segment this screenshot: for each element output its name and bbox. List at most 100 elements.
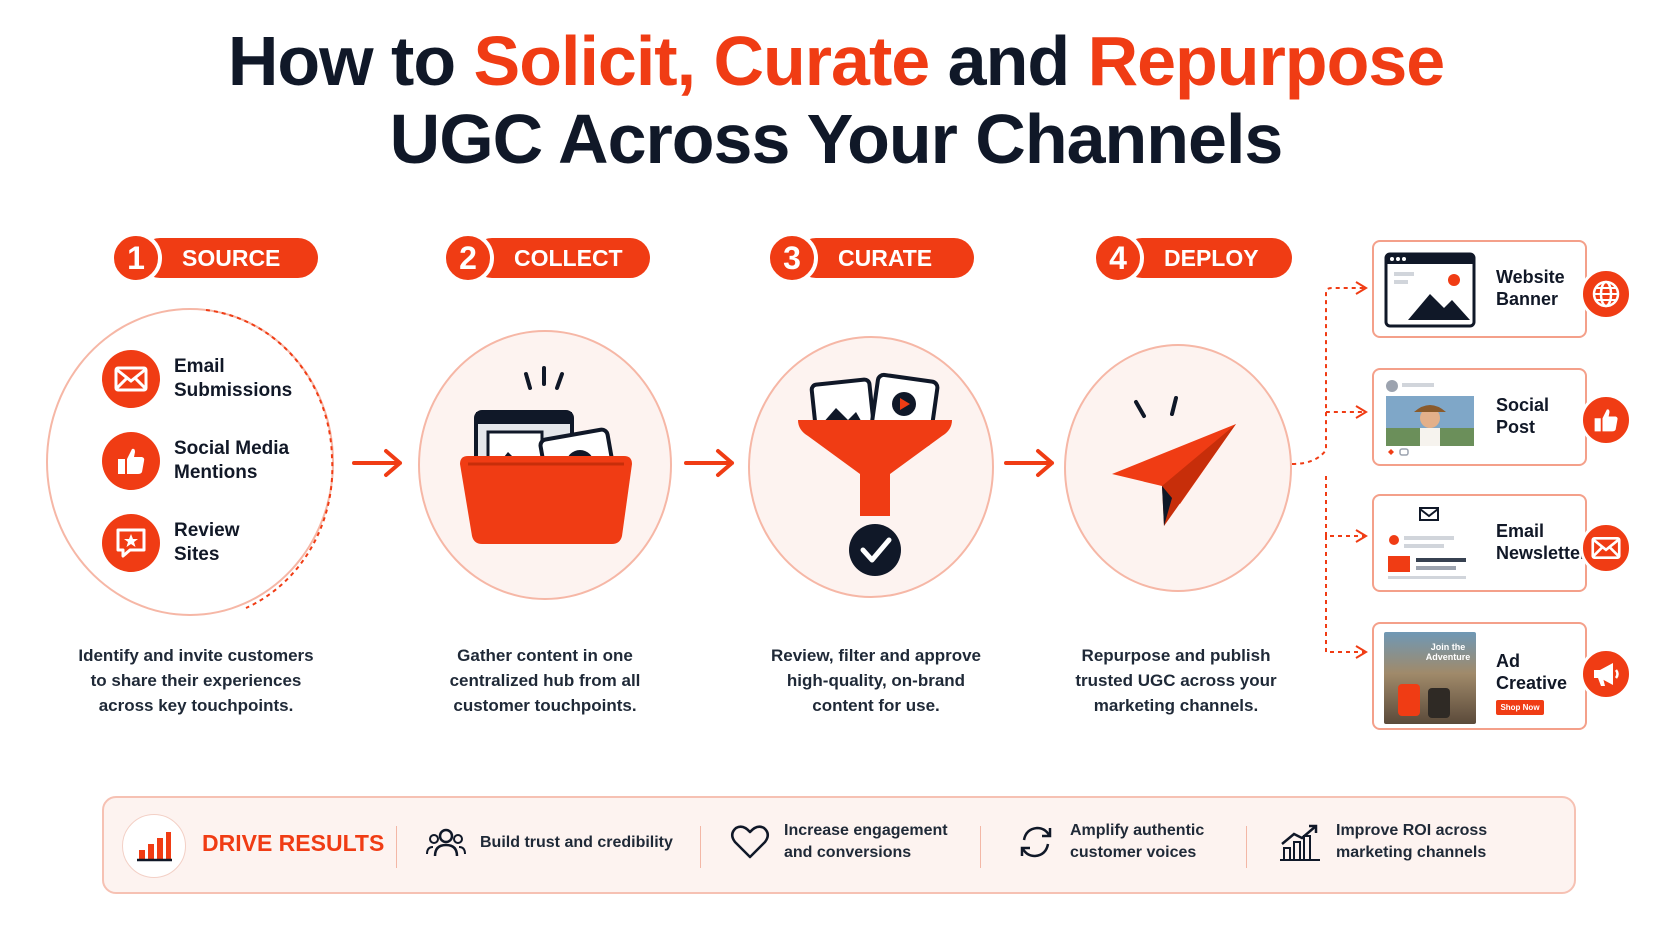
divider [980,826,981,868]
source-label-line: Review [174,520,240,541]
source-circle [46,308,334,616]
step-number: 2 [442,232,494,284]
megaphone-icon [1580,648,1632,700]
step-label: CURATE [796,238,974,278]
thumbs-up-icon [1580,394,1632,446]
divider [1246,826,1247,868]
title-highlight: Solicit, Curate [473,22,931,100]
desc-line: Review, filter and approve [770,646,982,665]
channel-label-line: Social [1496,395,1550,415]
result-text-line: Increase engagement [784,822,948,839]
desc-line: Repurpose and publish [1081,646,1271,665]
result-text-line: Amplify authentic [1070,822,1205,839]
drive-results-bar: DRIVE RESULTS Build trust and credibilit… [102,796,1576,894]
step-pill-deploy: DEPLOY 4 [1092,232,1292,284]
step-pill-source: SOURCE 1 [110,232,318,284]
globe-icon [1580,268,1632,320]
desc-line: centralized hub from all [449,671,641,690]
result-text-line: Improve ROI across [1336,822,1488,839]
desc-line: Identify and invite customers [78,646,314,665]
envelope-icon [102,350,160,408]
ad-creative-thumbnail: Join the Adventure [1384,632,1476,724]
title-line-2: UGC Across Your Channels [389,100,1284,178]
drive-results-label: DRIVE RESULTS [202,830,385,856]
channel-label-line: Creative [1496,673,1568,693]
title-text: and [929,22,1088,100]
desc-line: customer touchpoints. [453,696,637,715]
source-label-line: Social Media [174,438,290,459]
step-number: 3 [766,232,818,284]
channel-label-line: Website [1496,267,1565,287]
ad-headline: Join the Adventure [1425,642,1471,662]
channel-label-line: Email [1496,521,1545,541]
divider [396,826,397,868]
step-label: SOURCE [140,238,318,278]
website-banner-thumbnail [1384,252,1476,328]
step-description-deploy: Repurpose and publish trusted UGC across … [1036,643,1316,718]
bar-chart-icon [122,814,186,878]
result-text-line: customer voices [1070,844,1197,861]
source-label-line: Mentions [174,462,258,483]
desc-line: high-quality, on-brand [786,671,966,690]
channel-label-line: Post [1496,417,1536,437]
step-description-source: Identify and invite customers to share th… [56,643,336,718]
channel-label-line: Newsletter [1496,543,1588,563]
step-number: 4 [1092,232,1144,284]
collect-hub-icon [460,366,632,544]
divider [700,826,701,868]
source-label-line: Email [174,356,225,377]
channel-label-line: Ad [1496,651,1520,671]
growth-chart-icon [1280,824,1320,861]
desc-line: trusted UGC across your [1075,671,1277,690]
newsletter-thumbnail [1388,507,1466,579]
step-pill-curate: CURATE 3 [766,232,974,284]
title-text: How to [227,22,474,100]
arrow-right-icon [1004,449,1054,477]
step-label: COLLECT [472,238,650,278]
step-description-curate: Review, filter and approve high-quality, … [736,643,1016,718]
title-highlight: Repurpose [1087,22,1446,100]
envelope-icon [1580,522,1632,574]
heart-icon [731,825,769,859]
desc-line: marketing channels. [1093,696,1259,715]
result-text-line: Build trust and credibility [480,834,673,851]
channel-label-line: Banner [1496,289,1559,309]
social-post-thumbnail [1386,380,1474,456]
star-review-icon [102,514,160,572]
result-item-trust: Build trust and credibility [426,826,673,860]
desc-line: across key touchpoints. [98,696,294,715]
desc-line: to share their experiences [90,671,302,690]
thumbs-up-icon [102,432,160,490]
arrow-right-icon [352,449,402,477]
hiking-boots-image [1398,684,1420,716]
step-pill-collect: COLLECT 2 [442,232,650,284]
title-line-1: How to Solicit, Curate and Repurpose [0,22,1672,100]
step-label: DEPLOY [1122,238,1292,278]
channel-connector-lines [1291,281,1368,659]
paper-plane-icon [1112,396,1236,526]
result-text: Build trust and credibility [480,832,673,854]
people-icon [426,828,466,857]
shop-now-button[interactable]: Shop Now [1496,700,1544,715]
step-number: 1 [110,232,162,284]
source-label-line: Sites [174,544,220,565]
